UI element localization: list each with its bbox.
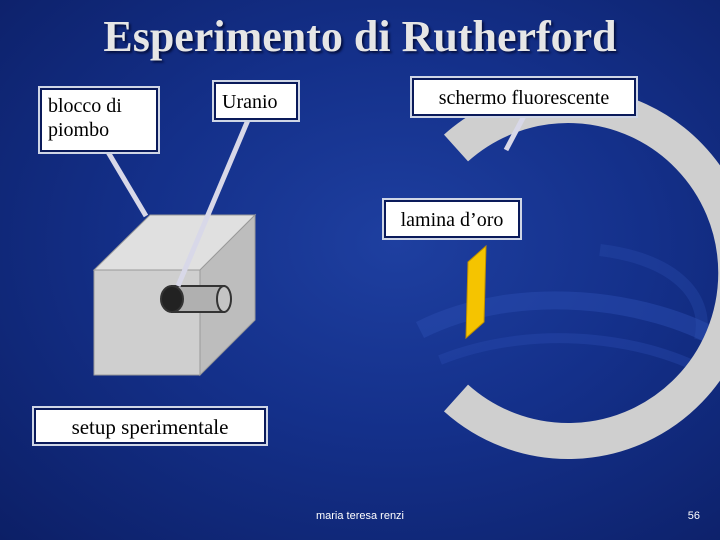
label-gold-foil: lamina d’oro bbox=[382, 198, 522, 240]
page-number: 56 bbox=[687, 510, 700, 522]
uranium-cylinder bbox=[160, 285, 232, 313]
slide-title: Esperimento di Rutherford bbox=[103, 12, 617, 61]
pointer-line-lead bbox=[105, 150, 149, 218]
pointer-line-uranium bbox=[175, 119, 251, 287]
label-setup: setup sperimentale bbox=[32, 406, 268, 446]
gold-foil bbox=[465, 244, 487, 340]
label-lead-block: blocco di piombo bbox=[38, 86, 160, 154]
pointer-line-screen bbox=[503, 114, 527, 152]
fluorescent-screen-ring bbox=[444, 87, 720, 459]
label-uranium: Uranio bbox=[212, 80, 300, 122]
label-fluorescent-screen: schermo fluorescente bbox=[410, 76, 638, 118]
footer-author: maria teresa renzi bbox=[315, 510, 405, 522]
